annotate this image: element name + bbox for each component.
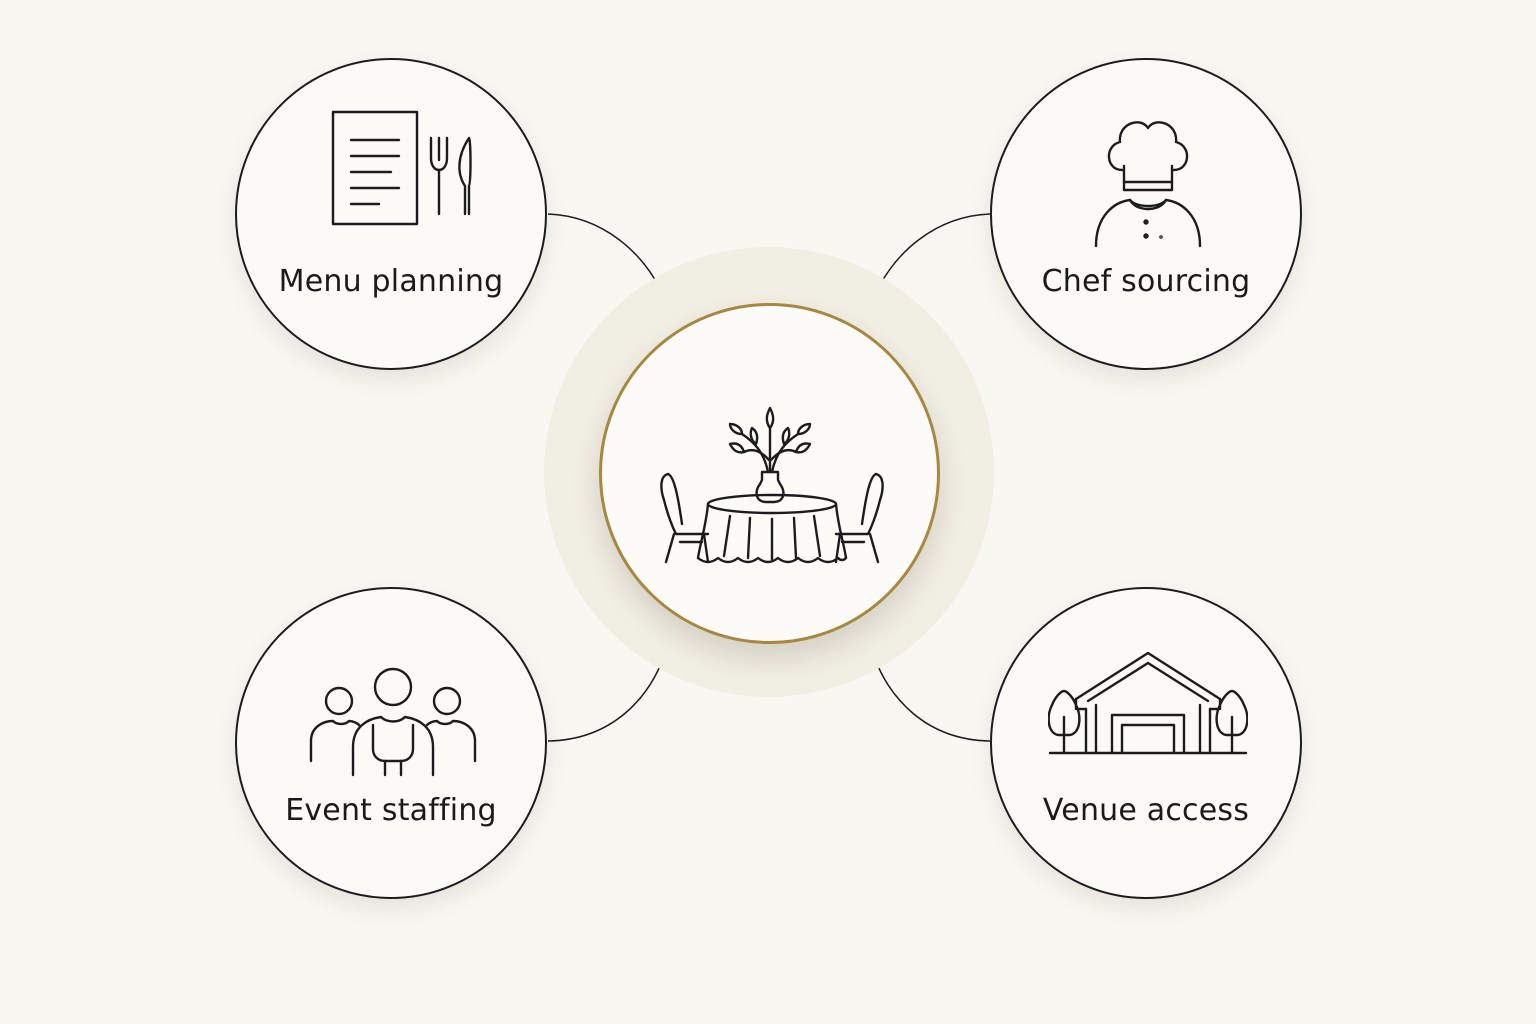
node-event-staffing: Event staffing [235,587,547,899]
dining-table-icon [660,406,884,564]
node-chef-sourcing: Chef sourcing [990,58,1302,370]
node-venue-access: Venue access [990,587,1302,899]
chef-icon [1094,121,1202,248]
menu-cutlery-icon [331,110,472,226]
node-label: Venue access [1042,793,1250,828]
venue-barn-icon [1048,651,1248,755]
node-label: Chef sourcing [1041,264,1251,299]
center-node [599,303,940,644]
node-label: Menu planning [278,264,504,299]
staff-team-icon [309,667,477,777]
node-label: Event staffing [285,793,497,828]
node-menu-planning: Menu planning [235,58,547,370]
